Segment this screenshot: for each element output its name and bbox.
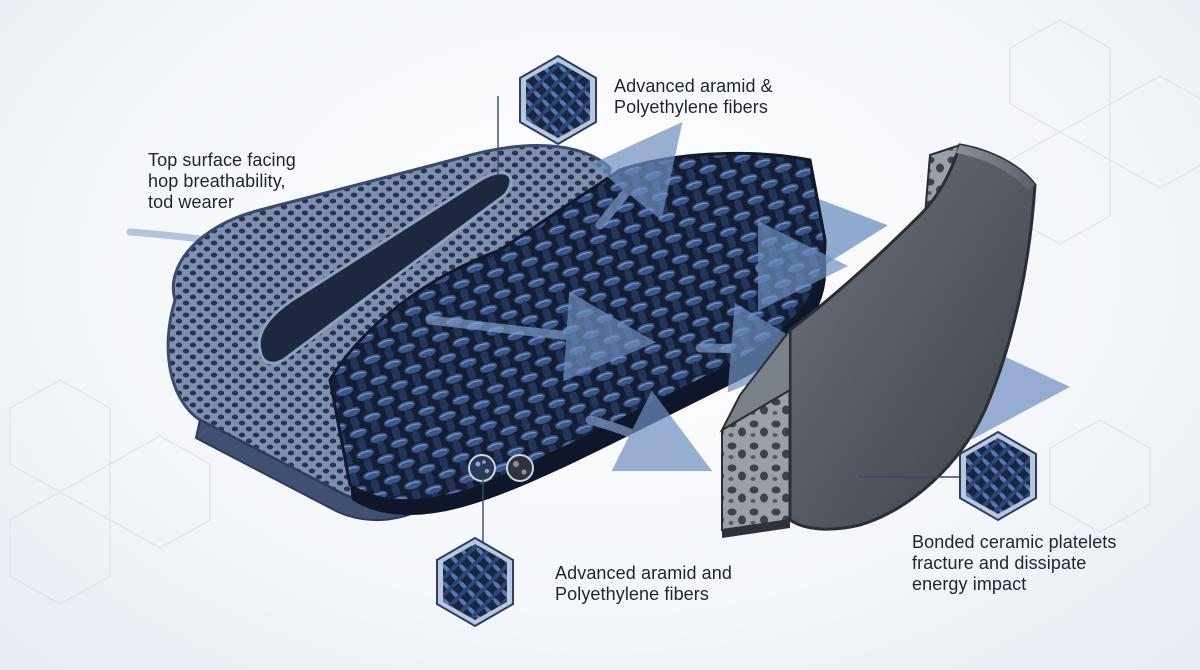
ceramic-plate: [719, 143, 1037, 538]
label-line: Advanced aramid and: [555, 563, 733, 583]
label-ceramic: Bonded ceramic platelets fracture and di…: [912, 532, 1117, 595]
label-line: tod wearer: [148, 192, 235, 212]
label-fibers-bottom: Advanced aramid and Polyethylene fibers: [555, 563, 732, 605]
label-line: Polyethylene fibers: [614, 97, 768, 117]
label-line: fracture and dissipate: [912, 553, 1087, 573]
label-top-surface: Top surface facing hop breathability, to…: [148, 150, 296, 213]
label-fibers-top: Advanced aramid & Polyethylene fibers: [614, 76, 773, 118]
background-hexagon-pattern: [9, 19, 1200, 605]
label-line: hop breathability,: [148, 171, 286, 191]
label-line: Top surface facing: [148, 150, 296, 170]
material-sample-icon: [468, 454, 534, 482]
label-line: Bonded ceramic platelets: [912, 532, 1117, 552]
hexagon-weave-icon: [959, 430, 1037, 522]
hexagon-weave-icon: [436, 536, 514, 628]
hexagon-weave-icon: [519, 54, 597, 146]
leader-lines: [482, 96, 960, 545]
label-line: Advanced aramid &: [614, 76, 773, 96]
label-line: energy impact: [912, 574, 1027, 594]
label-line: Polyethylene fibers: [555, 584, 709, 604]
